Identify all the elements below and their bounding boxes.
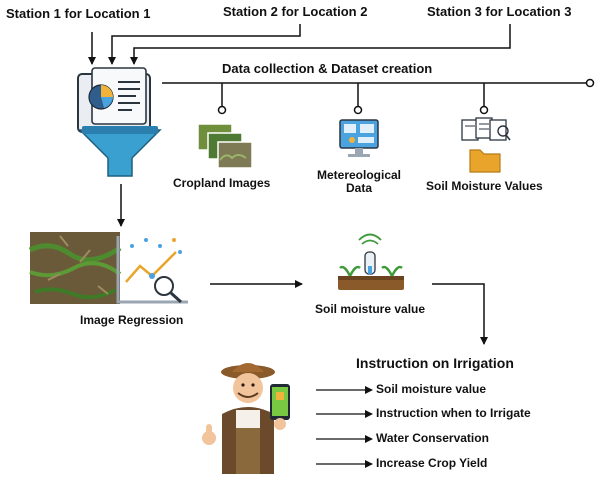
image-regression-label: Image Regression <box>80 313 184 327</box>
dashboard-funnel-icon <box>77 67 162 177</box>
station-connectors <box>88 24 511 65</box>
meteorological-line-2: Data <box>345 181 372 196</box>
station-2-arrow <box>108 24 301 65</box>
documents-folder-icon <box>461 117 511 173</box>
soil-sensor-icon <box>338 233 404 290</box>
instruction-item-3: Water Conservation <box>376 431 489 445</box>
soil-moisture-value-label: Soil moisture value <box>315 302 426 316</box>
regression-chart-icon <box>116 236 188 304</box>
soil-moisture-values-label: Soil Moisture Values <box>426 179 543 193</box>
instruction-item-4: Increase Crop Yield <box>376 456 488 470</box>
meteorological-line-1: Metereological <box>316 168 402 182</box>
station-3-label: Station 3 for Location 3 <box>427 4 572 19</box>
station-1-label: Station 1 for Location 1 <box>6 6 151 21</box>
meteorological-data-label: Metereological Data <box>309 168 409 196</box>
data-collection-timeline <box>162 78 595 115</box>
weather-monitor-icon <box>339 119 379 157</box>
instruction-title: Instruction on Irrigation <box>356 355 514 371</box>
instruction-arrows <box>316 386 373 468</box>
data-collection-label: Data collection & Dataset creation <box>222 61 433 76</box>
cropland-images-label: Cropland Images <box>173 176 271 190</box>
station-2-label: Station 2 for Location 2 <box>223 4 368 19</box>
moisture-to-instruction-arrow <box>432 283 488 345</box>
farmer-illustration <box>202 363 290 474</box>
cropland-photos-icon <box>197 123 253 169</box>
instruction-item-2: Instruction when to Irrigate <box>376 406 531 420</box>
soil-photo <box>28 232 122 304</box>
station-3-arrow <box>130 24 511 65</box>
instruction-item-1: Soil moisture value <box>376 382 487 396</box>
